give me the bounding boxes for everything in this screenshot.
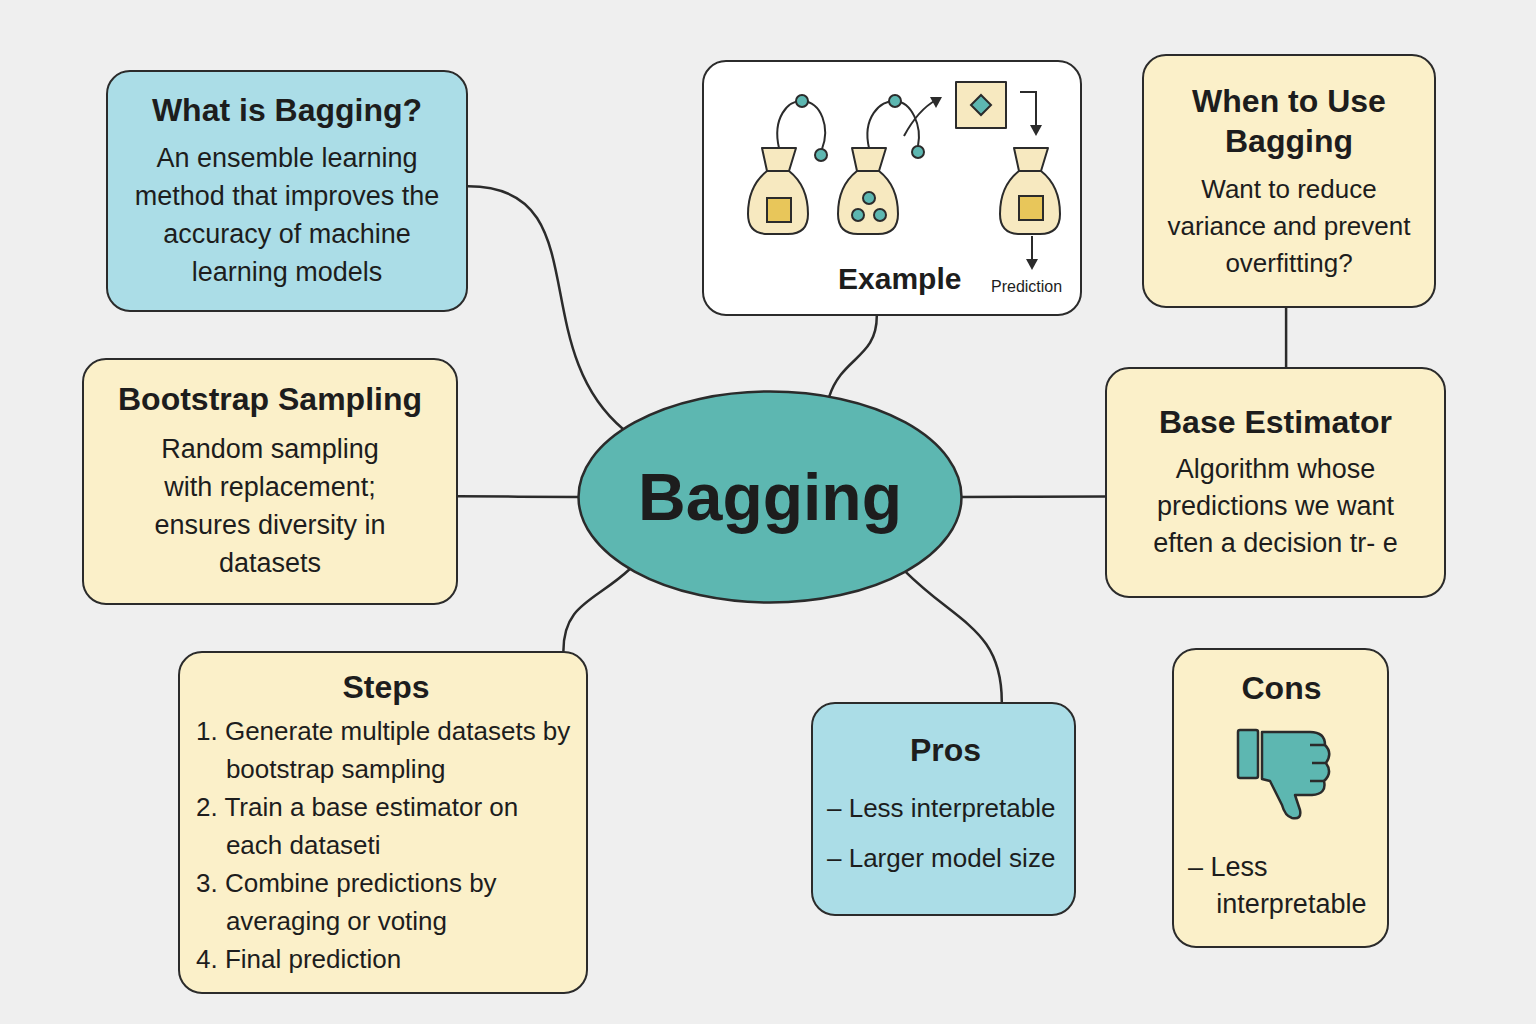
step-item: 3. Combine predictions by averaging or v… (196, 864, 576, 940)
box-heading: Example (838, 262, 961, 296)
list-item: – Less interpretable (1188, 849, 1375, 923)
pros-box: Pros – Less interpretable– Larger model s… (811, 702, 1076, 916)
step-item: 2. Train a base estimator on each datase… (196, 788, 576, 864)
box-heading: Cons (1188, 670, 1375, 707)
thumb-hand (1262, 732, 1329, 818)
illustration-label: Prediction (991, 278, 1062, 296)
step-item: 1. Generate multiple datasets by bootstr… (196, 712, 576, 788)
box-heading: Steps (196, 669, 576, 706)
flow-arrow (904, 100, 936, 136)
sample-square (1019, 196, 1043, 220)
sample-square (767, 198, 791, 222)
connector-line (829, 316, 877, 397)
connector-line (458, 495, 579, 498)
bag-icon (1000, 148, 1060, 234)
steps-box: Steps 1. Generate multiple datasets by bo… (178, 651, 588, 994)
box-heading: When to Use Bagging (1154, 81, 1424, 161)
sample-dot (912, 146, 924, 158)
central-ellipse: Bagging (577, 390, 963, 604)
connector-line (468, 186, 623, 429)
box-text: Random sampling with replacement; ensure… (144, 430, 396, 582)
arrow-head (1026, 259, 1038, 270)
model-diamond (971, 95, 991, 115)
bag-tie (767, 170, 1041, 172)
step-item: 4. Final prediction (196, 940, 576, 978)
sample-dot (815, 149, 827, 161)
box-text: Want to reduce variance and prevent over… (1154, 171, 1424, 282)
box-heading: Bootstrap Sampling (100, 381, 440, 418)
ellipse-outline (579, 392, 962, 603)
example-box: Example Prediction (702, 60, 1082, 316)
connector-line (1285, 308, 1288, 367)
info-box: Base EstimatorAlgorithm whose prediction… (1105, 367, 1446, 598)
box-heading: Pros (827, 732, 1064, 769)
model-square (956, 82, 1006, 128)
sample-dot (796, 95, 808, 107)
bag-icon (748, 148, 808, 234)
list-item: – Larger model size (827, 833, 1064, 883)
connector-line (962, 495, 1106, 498)
box-heading: Base Estimator (1129, 404, 1422, 441)
thumb-cuff (1238, 730, 1258, 778)
sample-dot (889, 95, 901, 107)
sample-dot (874, 209, 886, 221)
box-heading: What is Bagging? (126, 92, 448, 129)
list-item: – Less interpretable (827, 783, 1064, 833)
thumb-finger-lines (1310, 745, 1326, 781)
sample-arc (777, 100, 825, 148)
flow-arrow (1020, 92, 1036, 128)
arrow-head (930, 97, 942, 108)
cons-box: Cons – Less interpretable (1172, 648, 1389, 948)
flow-arrow (1031, 236, 1033, 262)
sample-dot (852, 209, 864, 221)
box-text: Algorithm whose predictions we want efte… (1129, 451, 1422, 562)
bag-icon (838, 148, 898, 234)
arrow-head (1030, 125, 1042, 136)
connector-line (563, 569, 630, 651)
info-box: When to Use BaggingWant to reduce varian… (1142, 54, 1436, 308)
sample-dot (863, 192, 875, 204)
central-title: Bagging (638, 459, 902, 535)
box-text: An ensemble learning method that improve… (126, 139, 448, 291)
info-box: Bootstrap SamplingRandom sampling with r… (82, 358, 458, 605)
connector-line (905, 572, 1001, 702)
concept-box: What is Bagging? An ensemble learning met… (106, 70, 468, 312)
